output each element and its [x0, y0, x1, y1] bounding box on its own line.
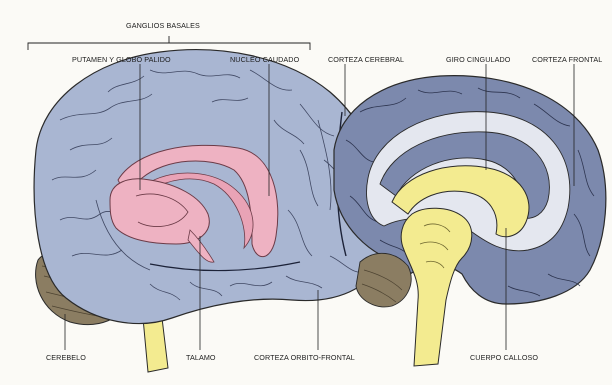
- label-giro-cingulado: GIRO CINGULADO: [446, 56, 511, 63]
- label-corteza-frontal: CORTEZA FRONTAL: [532, 56, 602, 63]
- label-ganglios-basales: GANGLIOS BASALES: [126, 22, 200, 29]
- medial-brainstem: [401, 208, 472, 366]
- ganglios-bracket: [28, 36, 310, 50]
- label-putamen: PUTAMEN Y GLOBO PALIDO: [72, 56, 171, 63]
- label-talamo: TALAMO: [186, 354, 216, 361]
- medial-cerebellum: [356, 253, 411, 307]
- lateral-brainstem: [143, 318, 168, 372]
- label-corteza-cerebral: CORTEZA CEREBRAL: [328, 56, 404, 63]
- label-nucleo-caudado: NUCLEO CAUDADO: [230, 56, 299, 63]
- label-cerebelo: CEREBELO: [46, 354, 86, 361]
- label-corteza-orbito-frontal: CORTEZA ORBITO-FRONTAL: [254, 354, 355, 361]
- label-cuerpo-calloso: CUERPO CALLOSO: [470, 354, 538, 361]
